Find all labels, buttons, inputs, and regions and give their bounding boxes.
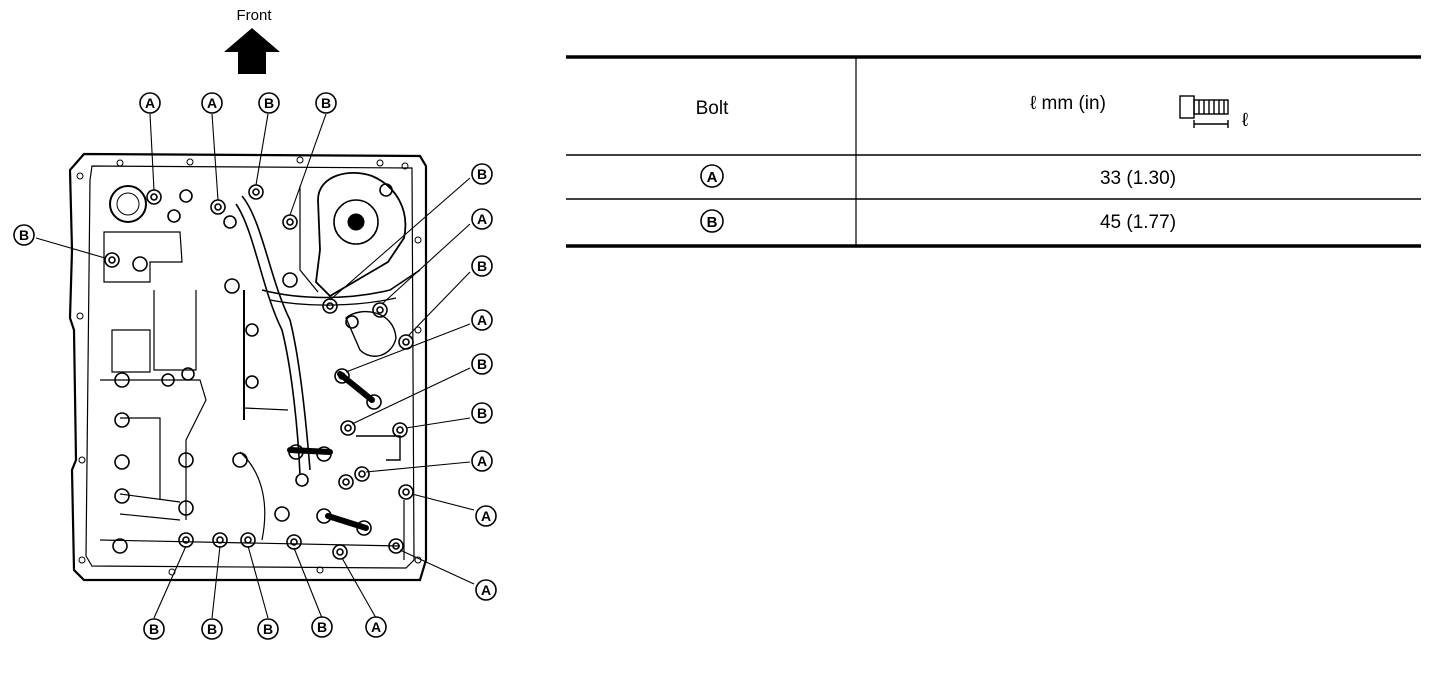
callout-right-8	[475, 505, 497, 527]
row-a-length: 33 (1.30)	[1100, 168, 1176, 189]
valve-body-bolt-diagram: Front	[13, 7, 497, 640]
callout-bottom-1-letter: B	[149, 621, 159, 637]
callout-right-5	[471, 353, 493, 375]
bolt-length-icon	[1179, 95, 1229, 128]
callout-left-1	[13, 224, 35, 246]
callout-top-4-letter: B	[321, 95, 331, 111]
callout-top-1-letter: A	[145, 95, 155, 111]
callout-right-8-letter: A	[481, 508, 491, 524]
header-length: ℓ mm (in)	[1030, 93, 1106, 114]
callout-right-9-letter: A	[481, 582, 491, 598]
callout-right-2	[471, 208, 493, 230]
callout-bottom-4	[311, 616, 333, 638]
bolt-length-table: Bolt ℓ mm (in) ℓ A 33 (1.30) B 45 (1.77)	[566, 55, 1421, 248]
callout-right-6	[471, 402, 493, 424]
callout-right-1	[471, 163, 493, 185]
row-a-bolt-badge	[700, 164, 724, 188]
callout-bottom-5	[365, 616, 387, 638]
callout-right-1-letter: B	[477, 166, 487, 182]
callout-top-3-letter: B	[264, 95, 274, 111]
leader-lines	[35, 113, 475, 619]
callout-circles	[13, 92, 497, 640]
callout-right-7	[471, 450, 493, 472]
callout-bottom-4-letter: B	[317, 619, 327, 635]
callout-right-2-letter: A	[477, 211, 487, 227]
front-arrow-icon	[224, 28, 280, 74]
callout-bottom-5-letter: A	[371, 619, 381, 635]
callout-right-7-letter: A	[477, 453, 487, 469]
callout-top-2-letter: A	[207, 95, 217, 111]
callout-bottom-3-letter: B	[263, 621, 273, 637]
callout-right-4-letter: A	[477, 312, 487, 328]
callout-bottom-2	[201, 618, 223, 640]
callout-left-1-letter: B	[19, 227, 29, 243]
callout-top-4	[315, 92, 337, 114]
callout-top-1	[139, 92, 161, 114]
callout-bottom-1	[143, 618, 165, 640]
callout-right-5-letter: B	[477, 356, 487, 372]
row-a-bolt: A	[707, 169, 718, 186]
callout-bottom-3	[257, 618, 279, 640]
callout-right-6-letter: B	[477, 405, 487, 421]
row-b-bolt-badge	[700, 209, 724, 233]
row-b-bolt: B	[707, 214, 718, 231]
callout-top-3	[258, 92, 280, 114]
callout-top-2	[201, 92, 223, 114]
callout-right-3-letter: B	[477, 258, 487, 274]
header-bolt: Bolt	[696, 98, 729, 119]
bolt-heads	[104, 183, 414, 560]
length-symbol: ℓ	[1242, 110, 1248, 131]
callout-right-4	[471, 309, 493, 331]
front-label: Front	[236, 7, 272, 24]
callout-bottom-2-letter: B	[207, 621, 217, 637]
valve-body-drawing	[68, 152, 428, 582]
callout-right-3	[471, 255, 493, 277]
row-b-length: 45 (1.77)	[1100, 212, 1176, 233]
callout-letters: A A B B B B A B A B B A A A B B B B A	[19, 95, 491, 637]
callout-right-9	[475, 579, 497, 601]
